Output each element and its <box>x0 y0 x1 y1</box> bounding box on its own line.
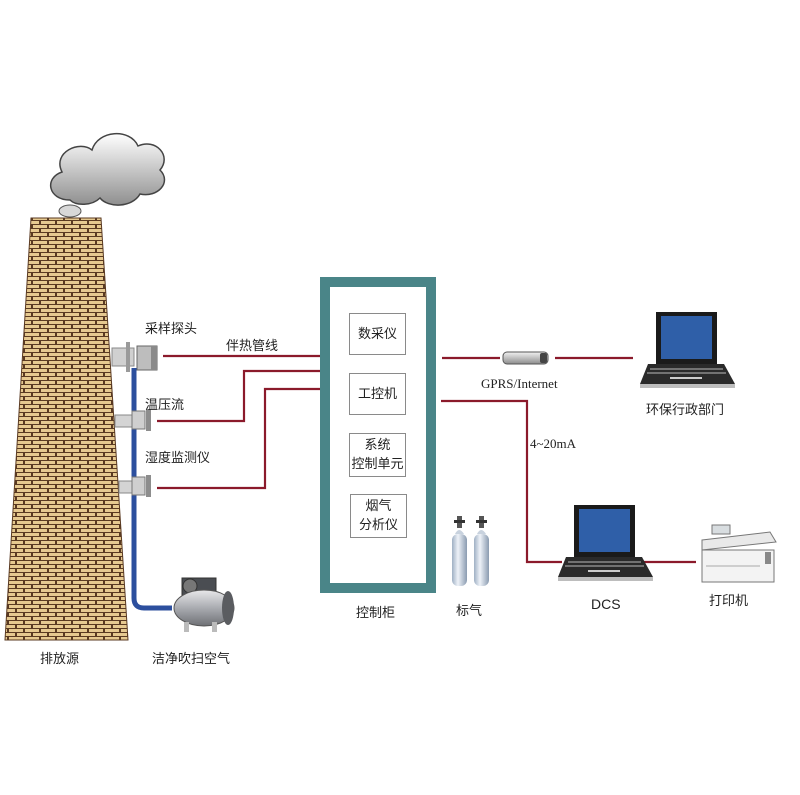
calibration-gas-label: 标气 <box>456 604 483 619</box>
modem-icon <box>502 351 549 365</box>
purge-air-label: 洁净吹扫空气 <box>152 652 231 667</box>
module-label-line2: 分析仪 <box>358 518 398 533</box>
network-label: GPRS/Internet <box>481 376 558 391</box>
tpf-sensor-icon <box>114 409 151 431</box>
probe-label-sampling: 采样探头 <box>145 322 198 337</box>
gas-cylinder-icon <box>452 516 489 586</box>
printer-icon <box>701 524 777 583</box>
heated-lines <box>157 354 322 490</box>
module-label-line2: 控制单元 <box>351 457 404 472</box>
cabinet-module-analyzer: 烟气 分析仪 <box>350 494 407 538</box>
laptop-icon-dcs <box>558 505 653 581</box>
module-label: 数采仪 <box>357 326 397 342</box>
chimney-icon <box>4 217 129 641</box>
smoke-cloud-icon <box>50 132 166 218</box>
heated-line-label: 伴热管线 <box>226 339 279 354</box>
laptop-icon-epa <box>640 312 735 388</box>
cabinet-label: 控制柜 <box>356 606 396 621</box>
epa-label: 环保行政部门 <box>646 403 725 418</box>
module-label-line1: 烟气 <box>365 499 392 514</box>
dcs-label: DCS <box>591 596 621 612</box>
probe-label-tpf: 温压流 <box>145 398 185 413</box>
printer-label: 打印机 <box>709 594 749 609</box>
cabinet-module-daq: 数采仪 <box>349 313 406 355</box>
purge-pipe <box>131 368 172 611</box>
module-label-line1: 系统 <box>364 438 391 453</box>
air-compressor-icon <box>173 577 235 632</box>
cabinet-module-control-unit: 系统 控制单元 <box>349 433 406 477</box>
source-label: 排放源 <box>40 652 80 667</box>
output-lines <box>441 356 696 564</box>
cabinet-module-ipc: 工控机 <box>349 373 406 415</box>
sampling-probe-icon <box>111 342 158 372</box>
probe-label-humidity: 湿度监测仪 <box>145 451 211 466</box>
humidity-sensor-icon <box>118 475 151 497</box>
analog-signal-label: 4~20mA <box>530 436 577 451</box>
module-label: 工控机 <box>357 386 397 402</box>
